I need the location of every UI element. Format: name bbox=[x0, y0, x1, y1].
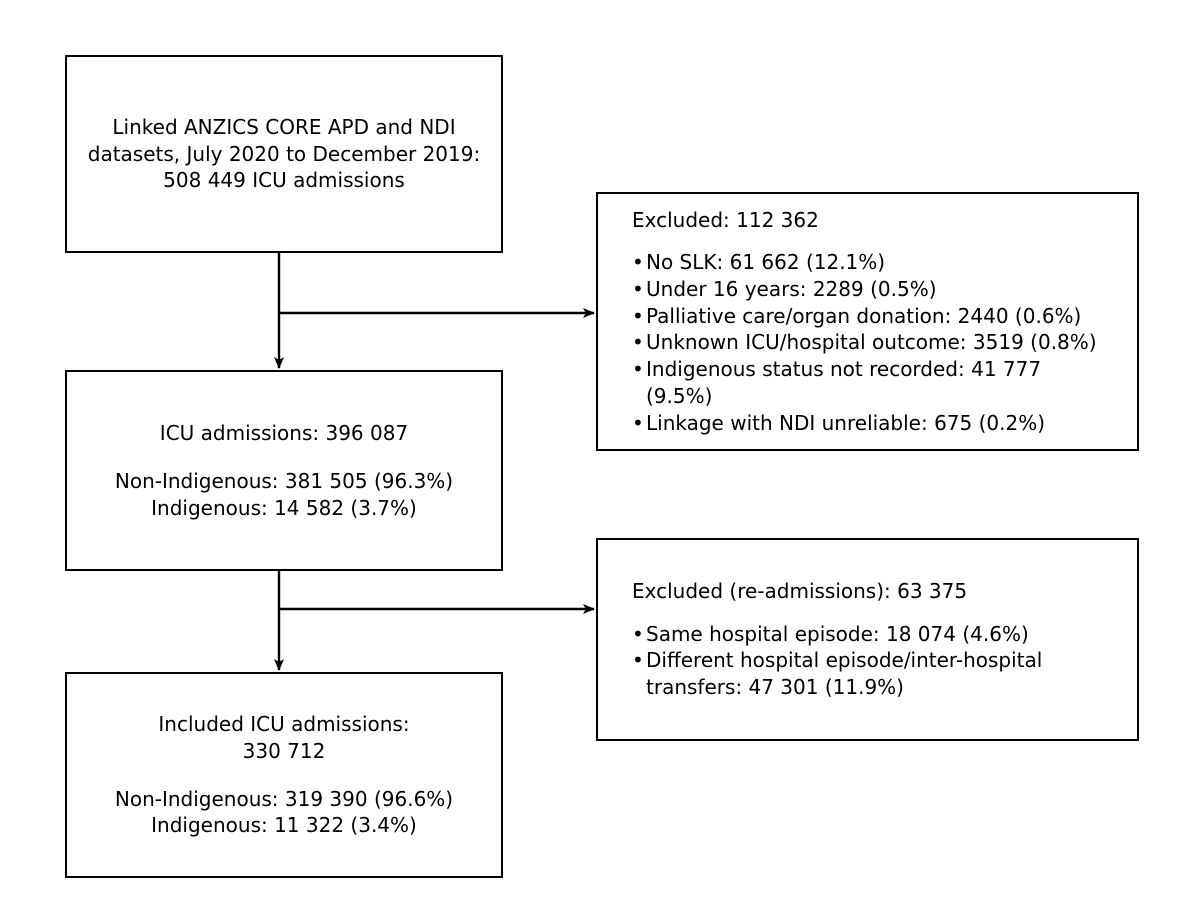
node-eligible-content: ICU admissions: 396 087 Non-Indigenous: … bbox=[67, 420, 501, 521]
node-included-content: Included ICU admissions: 330 712 Non-Ind… bbox=[67, 711, 501, 839]
node-excluded-readmissions-content: Excluded (re-admissions): 63 375 Same ho… bbox=[598, 578, 1137, 701]
source-line-2: datasets, July 2020 to December 2019: bbox=[87, 141, 481, 166]
included-indigenous: Indigenous: 11 322 (3.4%) bbox=[151, 813, 417, 838]
node-excluded-screening: Excluded: 112 362 No SLK: 61 662 (12.1%)… bbox=[596, 192, 1139, 451]
source-line-3: 508 449 ICU admissions bbox=[163, 168, 405, 193]
list-item: Palliative care/organ donation: 2440 (0.… bbox=[632, 303, 1103, 330]
node-excluded-screening-content: Excluded: 112 362 No SLK: 61 662 (12.1%)… bbox=[598, 207, 1137, 437]
node-source-dataset: Linked ANZICS CORE APD and NDI datasets,… bbox=[65, 55, 503, 253]
spacer bbox=[81, 764, 487, 786]
source-line-1: Linked ANZICS CORE APD and NDI bbox=[112, 115, 456, 140]
included-total-line-2: 330 712 bbox=[242, 738, 326, 763]
included-non-indigenous: Non-Indigenous: 319 390 (96.6%) bbox=[114, 787, 454, 811]
eligible-indigenous: Indigenous: 14 582 (3.7%) bbox=[151, 495, 417, 520]
excluded-screening-heading: Excluded: 112 362 bbox=[632, 207, 819, 232]
list-item: Under 16 years: 2289 (0.5%) bbox=[632, 276, 1103, 303]
node-source-content: Linked ANZICS CORE APD and NDI datasets,… bbox=[67, 114, 501, 193]
list-item: Linkage with NDI unreliable: 675 (0.2%) bbox=[632, 410, 1103, 437]
spacer bbox=[81, 446, 487, 468]
list-item: Unknown ICU/hospital outcome: 3519 (0.8%… bbox=[632, 329, 1103, 356]
included-total-line-1: Included ICU admissions: bbox=[158, 712, 410, 737]
node-included-admissions: Included ICU admissions: 330 712 Non-Ind… bbox=[65, 672, 503, 878]
eligible-total: ICU admissions: 396 087 bbox=[159, 420, 409, 445]
excluded-screening-list: No SLK: 61 662 (12.1%) Under 16 years: 2… bbox=[632, 249, 1103, 437]
excluded-readmissions-heading: Excluded (re-admissions): 63 375 bbox=[632, 579, 968, 604]
node-excluded-readmissions: Excluded (re-admissions): 63 375 Same ho… bbox=[596, 538, 1139, 741]
eligible-non-indigenous: Non-Indigenous: 381 505 (96.3%) bbox=[114, 469, 454, 494]
list-item: Indigenous status not recorded: 41 777 (… bbox=[632, 356, 1103, 410]
list-item: No SLK: 61 662 (12.1%) bbox=[632, 249, 1103, 276]
excluded-readmissions-list: Same hospital episode: 18 074 (4.6%) Dif… bbox=[632, 621, 1103, 701]
list-item: Same hospital episode: 18 074 (4.6%) bbox=[632, 621, 1103, 648]
node-eligible-admissions: ICU admissions: 396 087 Non-Indigenous: … bbox=[65, 370, 503, 571]
list-item: Different hospital episode/inter-hospita… bbox=[632, 647, 1103, 701]
